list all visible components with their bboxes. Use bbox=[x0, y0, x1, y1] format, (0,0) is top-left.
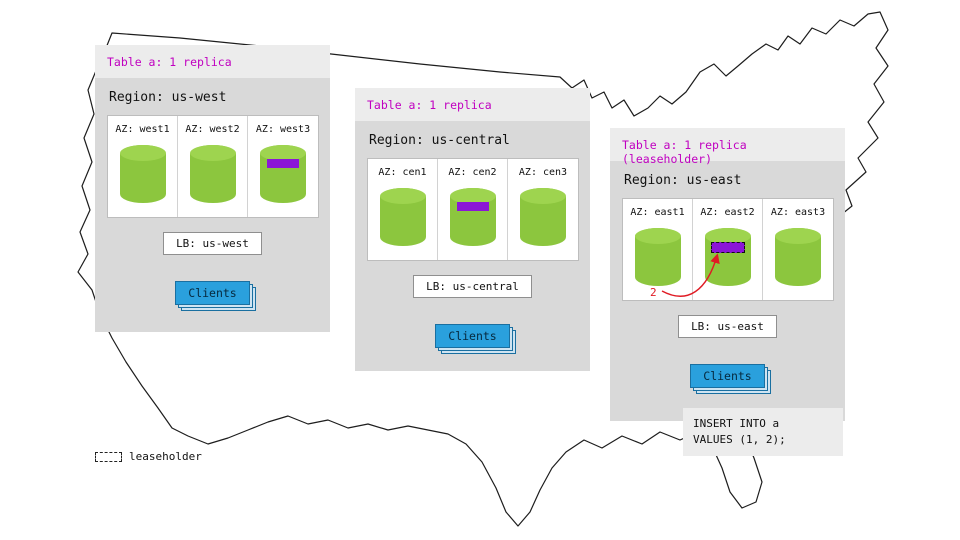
az-label: AZ: east2 bbox=[700, 207, 755, 218]
legend-leaseholder: leaseholder bbox=[95, 450, 202, 463]
az-column: AZ: west1 bbox=[108, 116, 178, 217]
az-column: AZ: west3 bbox=[248, 116, 318, 217]
clients-button[interactable]: Clients bbox=[435, 324, 510, 348]
database-cylinder-icon bbox=[379, 188, 426, 246]
az-strip: AZ: west1 AZ: west2 AZ: west3 bbox=[107, 115, 319, 218]
clients-button[interactable]: Clients bbox=[175, 281, 250, 305]
database-cylinder-icon bbox=[520, 188, 566, 246]
az-label: AZ: west1 bbox=[115, 124, 170, 135]
database-cylinder-icon bbox=[704, 228, 751, 286]
leaseholder-stripe bbox=[710, 242, 745, 253]
region-title: Region: us-central bbox=[369, 133, 510, 148]
az-column: AZ: east1 bbox=[623, 199, 693, 300]
region-panel-us-east: Table a: 1 replica (leaseholder) Region:… bbox=[610, 128, 845, 421]
region-title: Region: us-east bbox=[624, 173, 742, 188]
az-label: AZ: cen1 bbox=[378, 167, 427, 178]
az-column: AZ: cen3 bbox=[508, 159, 578, 260]
region-body: Region: us-central AZ: cen1 AZ: cen2 AZ:… bbox=[355, 121, 590, 371]
database-cylinder-icon bbox=[775, 228, 821, 286]
database-cylinder-icon bbox=[449, 188, 496, 246]
table-replica-label: Table a: 1 replica bbox=[355, 88, 590, 121]
insert-value-annotation: 2 bbox=[650, 286, 657, 299]
region-panel-us-central: Table a: 1 replica Region: us-central AZ… bbox=[355, 88, 590, 371]
database-cylinder-icon bbox=[189, 145, 236, 203]
az-label: AZ: west3 bbox=[255, 124, 311, 135]
region-body: Region: us-west AZ: west1 AZ: west2 AZ: … bbox=[95, 78, 330, 332]
table-replica-label: Table a: 1 replica bbox=[95, 45, 330, 78]
az-column: AZ: cen1 bbox=[368, 159, 438, 260]
sql-line-1: INSERT INTO a bbox=[693, 417, 780, 430]
legend-label: leaseholder bbox=[129, 450, 202, 463]
load-balancer-label: LB: us-west bbox=[163, 232, 262, 255]
az-strip: AZ: cen1 AZ: cen2 AZ: cen3 bbox=[367, 158, 579, 261]
sql-line-2: VALUES (1, 2); bbox=[693, 432, 786, 446]
az-column: AZ: east3 bbox=[763, 199, 833, 300]
database-cylinder-icon bbox=[260, 145, 306, 203]
sql-annotation: INSERT INTO a VALUES (1, 2); bbox=[683, 408, 843, 456]
table-replica-label: Table a: 1 replica (leaseholder) bbox=[610, 128, 845, 166]
az-label: AZ: east1 bbox=[630, 207, 685, 218]
load-balancer-label: LB: us-east bbox=[678, 315, 777, 338]
az-label: AZ: cen3 bbox=[518, 167, 568, 178]
replica-stripe bbox=[456, 202, 489, 211]
clients-button[interactable]: Clients bbox=[690, 364, 765, 388]
region-panel-us-west: Table a: 1 replica Region: us-west AZ: w… bbox=[95, 45, 330, 332]
database-cylinder-icon bbox=[119, 145, 166, 203]
region-title: Region: us-west bbox=[109, 90, 227, 105]
az-column: AZ: cen2 bbox=[438, 159, 508, 260]
az-label: AZ: cen2 bbox=[448, 167, 497, 178]
az-column: AZ: west2 bbox=[178, 116, 248, 217]
replica-stripe bbox=[267, 159, 299, 168]
az-label: AZ: east3 bbox=[770, 207, 826, 218]
az-column: AZ: east2 bbox=[693, 199, 763, 300]
az-label: AZ: west2 bbox=[185, 124, 240, 135]
region-body: Region: us-east AZ: east1 AZ: east2 AZ: … bbox=[610, 161, 845, 421]
database-cylinder-icon bbox=[634, 228, 681, 286]
leaseholder-swatch-icon bbox=[95, 451, 122, 462]
load-balancer-label: LB: us-central bbox=[413, 275, 532, 298]
